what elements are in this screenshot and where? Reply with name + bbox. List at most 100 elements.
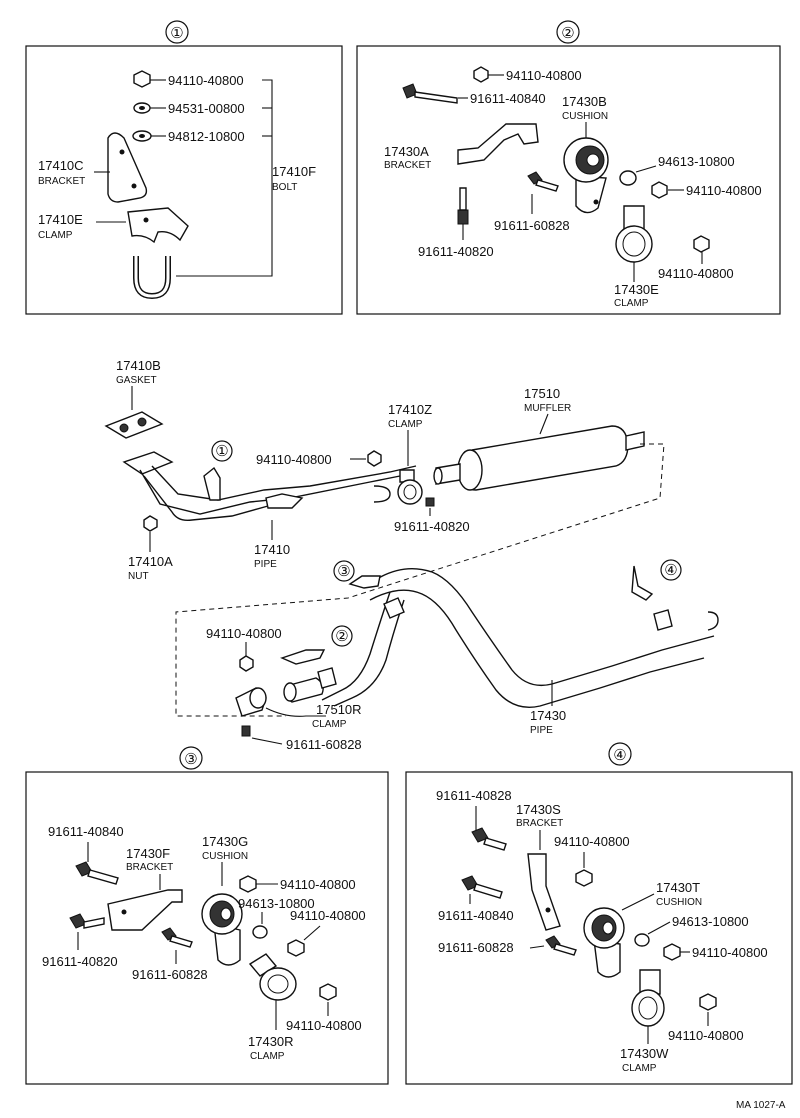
bracket-part-number: 17430F — [126, 846, 170, 861]
callout-4: ④ — [664, 562, 677, 579]
clamp-part-number: 17430R — [248, 1034, 294, 1049]
bracket-part-number: 17430S — [516, 802, 561, 817]
bolt-part-number: 91611-40840 — [470, 91, 546, 106]
nut-part-number: 94110-40800 — [658, 266, 734, 281]
clamp-icon — [615, 205, 653, 263]
nut-icon — [367, 450, 382, 467]
clamp-icon — [631, 969, 665, 1027]
muffler-caption: MUFFLER — [524, 403, 571, 414]
callout-2: ② — [335, 628, 348, 645]
clamp-icon — [235, 687, 267, 717]
bracket-icon — [527, 853, 561, 931]
clamp-icon — [397, 469, 423, 505]
section-3-number: ③ — [184, 751, 197, 768]
section-2-number: ② — [561, 25, 574, 42]
section-1-box — [25, 45, 343, 315]
bolt-icon — [241, 725, 251, 737]
nut-part-number: 94110-40800 — [256, 452, 332, 467]
bolt-part-number: 91611-60828 — [132, 967, 208, 982]
muffler-part-number: 17510 — [524, 386, 560, 401]
bolt-part-number: 91611-60828 — [286, 737, 362, 752]
section-4-number: ④ — [613, 747, 626, 764]
part-number: 94110-40800 — [168, 73, 244, 88]
bolt-part-number: 91611-40828 — [436, 788, 512, 803]
nut-part-number: 94110-40800 — [206, 626, 282, 641]
gasket-icon — [104, 411, 164, 439]
nut-icon — [239, 875, 257, 893]
nut-part-number: 17410A — [128, 554, 173, 569]
nut-part-number: 94110-40800 — [668, 1028, 744, 1043]
washer-part-number: 94613-10800 — [658, 154, 735, 169]
bolt-part-number: 91611-40820 — [418, 244, 494, 259]
bolt-part-number: 91611-60828 — [438, 940, 514, 955]
nut-part-number: 94110-40800 — [280, 877, 356, 892]
nut-icon — [133, 70, 151, 88]
section-1-circle — [165, 20, 189, 44]
section-4: ④ 91611-40828 17430S BRACKET 94110-40800… — [405, 742, 793, 1085]
bracket-part-number: 17430A — [384, 144, 429, 159]
muffler-icon — [433, 425, 645, 491]
cushion-icon — [563, 137, 609, 214]
nut-icon — [651, 181, 668, 199]
section-4-box — [405, 771, 793, 1085]
section-1: ① 94110-40800 94531-00800 94812-10800 17… — [25, 20, 343, 315]
nut-icon — [693, 235, 710, 253]
bolt-icon — [457, 209, 469, 225]
bolt-part-number: 91611-40820 — [394, 519, 470, 534]
nut-icon — [575, 869, 593, 887]
cushion-part-number: 17430G — [202, 834, 248, 849]
nut-part-number: 94110-40800 — [554, 834, 630, 849]
bracket-icon — [457, 123, 539, 165]
clamp-caption: CLAMP — [312, 719, 347, 730]
bracket-part-number: 17410C — [38, 158, 84, 173]
gasket-part-number: 17410B — [116, 358, 161, 373]
cushion-part-number: 17430T — [656, 880, 700, 895]
clamp-part-number: 17510R — [316, 702, 362, 717]
section-2-box — [356, 45, 781, 315]
nut-icon — [319, 983, 337, 1001]
nut-part-number: 94110-40800 — [692, 945, 768, 960]
section-3: ③ 91611-40840 17430F BRACKET 17430G CUSH… — [25, 746, 389, 1085]
clamp-part-number: 17410E — [38, 212, 83, 227]
washer-icon — [252, 925, 268, 939]
bracket-caption: BRACKET — [38, 176, 85, 187]
nut-part-number: 94110-40800 — [686, 183, 762, 198]
main-assembly: 17410B GASKET ① 17410A NUT 17410 PIPE 94… — [104, 358, 719, 752]
clamp-caption: CLAMP — [622, 1063, 657, 1074]
clamp-caption: CLAMP — [388, 419, 423, 430]
bracket-icon — [107, 132, 148, 203]
nut-caption: NUT — [128, 571, 149, 582]
gasket-caption: GASKET — [116, 375, 157, 386]
clamp-caption: CLAMP — [250, 1051, 285, 1062]
nut-icon — [143, 515, 158, 532]
bolt-part-number: 91611-40840 — [438, 908, 514, 923]
bolt-caption: BOLT — [272, 182, 297, 193]
nut-part-number: 94110-40800 — [286, 1018, 362, 1033]
bolt-part-number: 91611-40840 — [48, 824, 124, 839]
section-1-number: ① — [170, 25, 183, 42]
bracket-icon — [107, 889, 183, 931]
bracket-caption: BRACKET — [126, 862, 173, 873]
nut-icon — [663, 943, 681, 961]
nut-part-number: 94110-40800 — [506, 68, 582, 83]
tail-pipe-icon — [283, 565, 719, 708]
clamp-icon — [127, 207, 189, 244]
cushion-caption: CUSHION — [656, 897, 702, 908]
nut-part-number: 94110-40800 — [290, 908, 366, 923]
section-3-box — [25, 771, 389, 1085]
section-2: ② 94110-40800 91611-40840 17430B CUSHION… — [356, 20, 781, 315]
washer-icon — [619, 170, 637, 186]
washer-icon — [634, 933, 650, 947]
bolt-part-number: 91611-40820 — [42, 954, 118, 969]
pipe-caption: PIPE — [530, 725, 553, 736]
clamp-icon — [248, 953, 297, 1001]
washer-part-number: 94613-10800 — [238, 896, 315, 911]
nut-icon — [239, 655, 254, 672]
bolt-icon — [425, 497, 435, 507]
bolt-part-number: 17410F — [272, 164, 316, 179]
washer-part-number: 94613-10800 — [672, 914, 749, 929]
bracket-caption: BRACKET — [384, 160, 431, 171]
exhaust-pipe-icon — [122, 451, 417, 522]
cushion-caption: CUSHION — [202, 851, 248, 862]
